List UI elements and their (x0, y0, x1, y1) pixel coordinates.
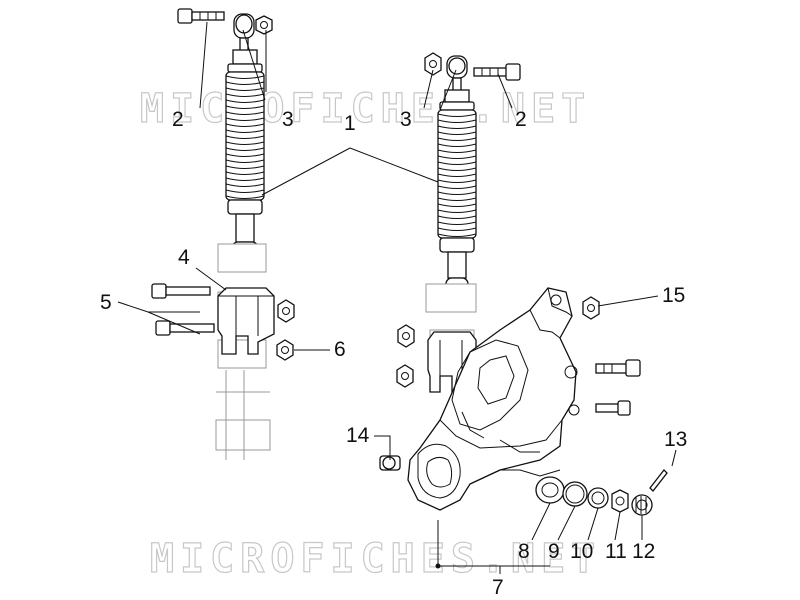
housing-nut-15 (582, 296, 600, 320)
callout-3-right: 3 (400, 108, 412, 131)
spring-coil (437, 215, 477, 219)
left-bracket-bolt-lower (155, 320, 215, 336)
housing-bolt-lower (595, 400, 631, 416)
spring-coil (437, 137, 477, 141)
washer-11 (611, 489, 629, 513)
right-top-bolt (473, 63, 521, 81)
spring-coil (225, 135, 265, 139)
leader-lines (117, 21, 677, 574)
callout-6: 6 (334, 338, 346, 361)
right-bracket-nut-lower (396, 364, 414, 388)
spring-coil (225, 129, 265, 133)
spring-coil (225, 81, 265, 85)
spring-coil (225, 159, 265, 163)
spring-coil (225, 183, 265, 187)
callout-1: 1 (344, 112, 356, 135)
right-bracket-nut-upper (397, 324, 415, 348)
callout-5: 5 (100, 291, 112, 314)
watermark-bottom: MICROFICHES.NET (150, 536, 601, 582)
spring-coil (225, 177, 265, 181)
spring-coil (437, 143, 477, 147)
spring-coil (437, 125, 477, 129)
spring-coil (225, 153, 265, 157)
spring-coil (225, 189, 265, 193)
bushing-14 (379, 455, 401, 471)
split-pin-13 (649, 469, 668, 492)
housing-bolt-upper (595, 359, 641, 377)
right-shock-absorber (424, 52, 521, 359)
callout-10: 10 (570, 540, 593, 563)
spring-coil (437, 119, 477, 123)
oil-seal-8 (535, 476, 565, 504)
spring-coil (437, 209, 477, 213)
left-bracket-nut-upper (277, 299, 295, 323)
spring-coil (437, 113, 477, 117)
spring-coil (437, 185, 477, 189)
spring-coil (225, 99, 265, 103)
spring-coil (437, 227, 477, 231)
spring-coil (437, 233, 477, 237)
spring-coil (437, 221, 477, 225)
watermark-top: MICROFICHES.NET (140, 86, 591, 132)
leader-dot (435, 563, 441, 569)
callout-2-right: 2 (515, 108, 527, 131)
spring-coil (437, 191, 477, 195)
spring-coil (225, 147, 265, 151)
callout-9: 9 (548, 540, 560, 563)
circlip-9 (562, 481, 588, 507)
left-shock-bracket (217, 287, 275, 355)
spring-coil (437, 173, 477, 177)
spring-coil (225, 93, 265, 97)
left-bracket-nut-lower (276, 339, 294, 361)
spring-coil (437, 203, 477, 207)
spring-coil (225, 195, 265, 199)
spring-coil (225, 105, 265, 109)
swing-arm-housing (407, 287, 580, 511)
left-bracket-bolt-upper (151, 283, 211, 299)
spring-coil (225, 141, 265, 145)
callout-13: 13 (664, 428, 687, 451)
spring-coil (225, 117, 265, 121)
spring-coil (225, 165, 265, 169)
callout-11: 11 (605, 540, 627, 563)
spring-coil (225, 111, 265, 115)
right-top-nut (424, 52, 442, 76)
spring-coil (225, 75, 265, 79)
spring-coil (437, 155, 477, 159)
spring-coil (225, 87, 265, 91)
spring-coil (225, 123, 265, 127)
spring-coil (437, 179, 477, 183)
left-spring (225, 71, 265, 201)
callout-15: 15 (662, 284, 685, 307)
callout-12: 12 (632, 540, 655, 563)
spring-coil (225, 171, 265, 175)
spring-coil (437, 161, 477, 165)
spring-coil (437, 167, 477, 171)
callout-7: 7 (492, 576, 504, 599)
spring-coil (437, 149, 477, 153)
left-top-nut (255, 15, 273, 35)
callout-4: 4 (178, 246, 190, 269)
callout-2-left: 2 (172, 108, 184, 131)
callout-14: 14 (346, 424, 370, 447)
nut-12 (631, 494, 653, 516)
callout-3-left: 3 (282, 108, 294, 131)
spring-coil (437, 197, 477, 201)
left-top-bolt (177, 8, 225, 24)
right-spring (437, 109, 477, 239)
spacer-10 (587, 487, 609, 509)
callout-8: 8 (518, 540, 530, 563)
right-top-eye (446, 55, 468, 93)
callout-labels: 2 3 1 3 2 4 5 6 15 14 13 8 9 10 11 12 7 (100, 108, 687, 599)
spring-coil (437, 131, 477, 135)
